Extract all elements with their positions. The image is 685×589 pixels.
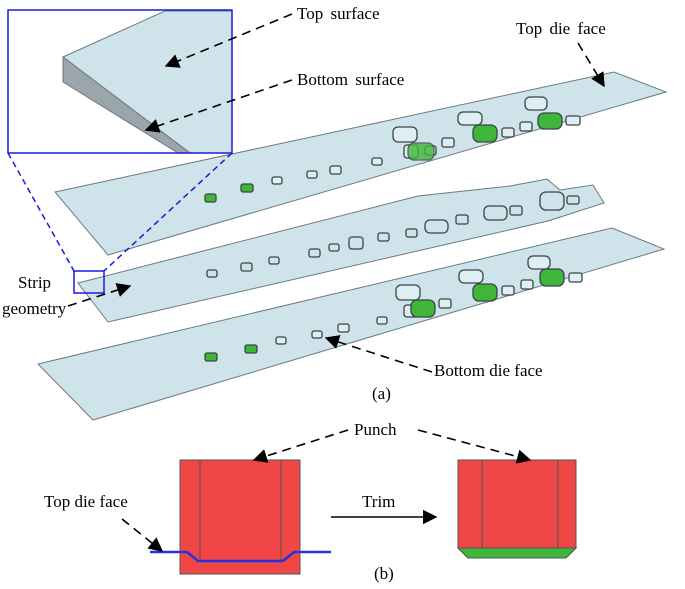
label-punch: Punch (354, 420, 397, 439)
arrow-top-surface (164, 13, 293, 68)
arrow-punch-right (417, 429, 532, 464)
zoom-connector-line (103, 152, 233, 272)
label-top-die-face-b: Top die face (44, 492, 128, 511)
bottom-die-plate-face (37, 227, 666, 421)
caption-a: (a) (372, 384, 391, 403)
panel-b-arrows (121, 429, 532, 552)
strip-geometry-face (77, 178, 605, 323)
punch-before-trim (179, 459, 301, 575)
zoom-connector-line (7, 152, 75, 272)
zoom-inset (7, 9, 233, 154)
label-top-die-face: Top die face (516, 19, 606, 38)
label-geometry: geometry (2, 299, 67, 318)
green-cutout (204, 193, 217, 203)
top-die-face-line (150, 550, 331, 563)
arrow-top-die-face-b (121, 518, 164, 552)
panel-a-arrows (67, 13, 605, 373)
bottom-die-cutouts (204, 255, 583, 362)
arrow-bottom-die-face (324, 335, 433, 373)
punch-after-trim (456, 459, 578, 559)
top-die-plate-face (54, 71, 668, 256)
zoom-frame (7, 9, 233, 154)
green-cutout (240, 183, 254, 193)
arrow-punch-left (252, 429, 349, 463)
label-trim: Trim (362, 492, 396, 511)
caption-b: (b) (374, 564, 394, 583)
label-bottom-die-face: Bottom die face (434, 361, 543, 380)
panel-b (121, 429, 578, 575)
top-die-plate (54, 71, 668, 256)
strip-holes (206, 191, 580, 278)
label-strip: Strip (18, 273, 52, 292)
green-cutout (204, 352, 218, 362)
label-bottom-surface: Bottom surface (297, 70, 405, 89)
trimmed-bottom-face (456, 547, 578, 559)
zoom-source-box (73, 270, 105, 294)
panel-a (7, 9, 668, 421)
bottom-die-plate (37, 227, 666, 421)
arrow-strip-geometry (67, 283, 132, 307)
strip-geometry (77, 178, 605, 323)
label-top-surface: Top surface (297, 4, 380, 23)
arrow-bottom-surface (144, 79, 293, 133)
top-die-cutouts (204, 96, 581, 203)
green-cutout (244, 344, 258, 354)
arrow-top-die-face (577, 42, 605, 88)
